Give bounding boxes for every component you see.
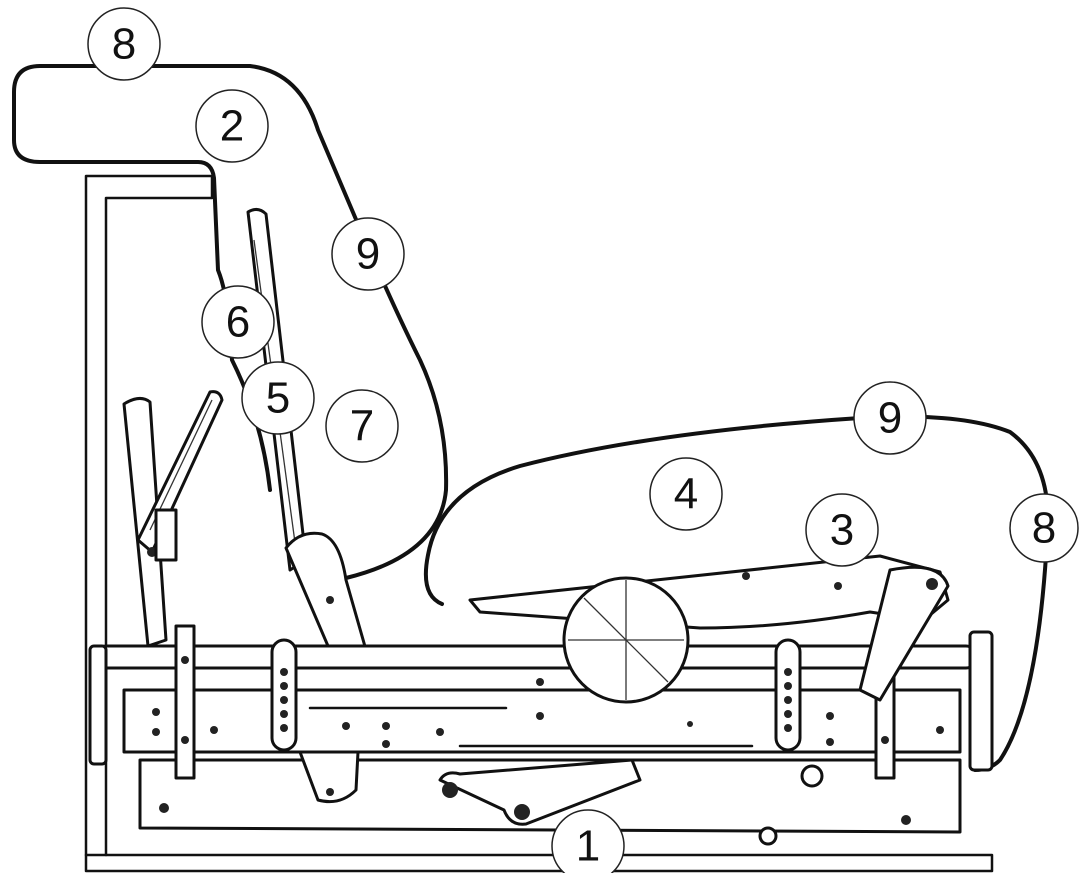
scissor-link [438,758,824,826]
callout-8-top: 8 [87,7,161,81]
callout-9-seat: 9 [853,381,927,455]
callout-4: 4 [649,457,723,531]
armrest [122,390,224,648]
adjustment-plate-mid-left [270,638,298,752]
callout-7: 7 [325,389,399,463]
callout-2: 2 [195,89,269,163]
svg-text:8: 8 [112,20,136,69]
svg-text:8: 8 [1032,504,1056,553]
callout-6: 6 [201,285,275,359]
callout-3: 3 [805,493,879,567]
svg-text:2: 2 [220,102,244,151]
adjustment-plate-left [174,624,196,780]
svg-text:7: 7 [350,402,374,451]
base-plate [84,853,994,873]
svg-text:9: 9 [878,394,902,443]
callout-8-front: 8 [1009,493,1079,563]
callout-1: 1 [551,809,625,873]
svg-text:1: 1 [576,822,600,871]
damper-wheel [562,576,690,704]
svg-text:4: 4 [674,470,698,519]
svg-text:9: 9 [356,230,380,279]
lower-bracket [159,750,911,846]
adjustment-plate-mid-right [774,638,802,752]
backrest-cushion-outline [38,64,449,584]
svg-text:5: 5 [266,374,290,423]
rear-frame [84,174,214,857]
svg-text:6: 6 [226,298,250,347]
backrest-hinge-bracket [284,531,368,662]
callout-5: 5 [241,361,315,435]
svg-text:3: 3 [830,506,854,555]
callout-9-back: 9 [331,217,405,291]
